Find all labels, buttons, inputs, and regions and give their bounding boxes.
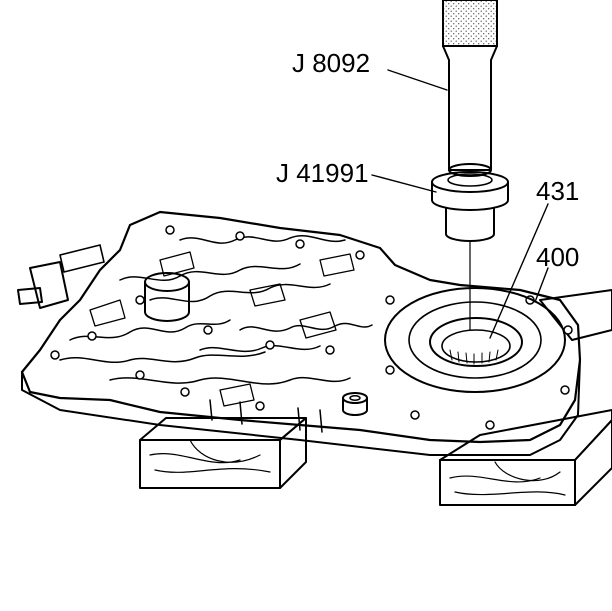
leader-lines: [371, 69, 549, 339]
seal-bore: [384, 287, 566, 393]
callout-j41991: J 41991: [276, 158, 369, 188]
callout-j8092: J 8092: [292, 48, 370, 78]
accumulator-boss: [144, 272, 190, 322]
tool-installer-j41991: [431, 171, 509, 331]
tool-handle-j8092: [442, 0, 498, 177]
wood-block-right: [439, 289, 612, 506]
wood-block-left: [139, 417, 307, 489]
callout-400: 400: [536, 242, 579, 272]
callout-431: 431: [536, 176, 579, 206]
valve-body-assembly: [17, 210, 582, 456]
side-fitting: [342, 392, 368, 416]
